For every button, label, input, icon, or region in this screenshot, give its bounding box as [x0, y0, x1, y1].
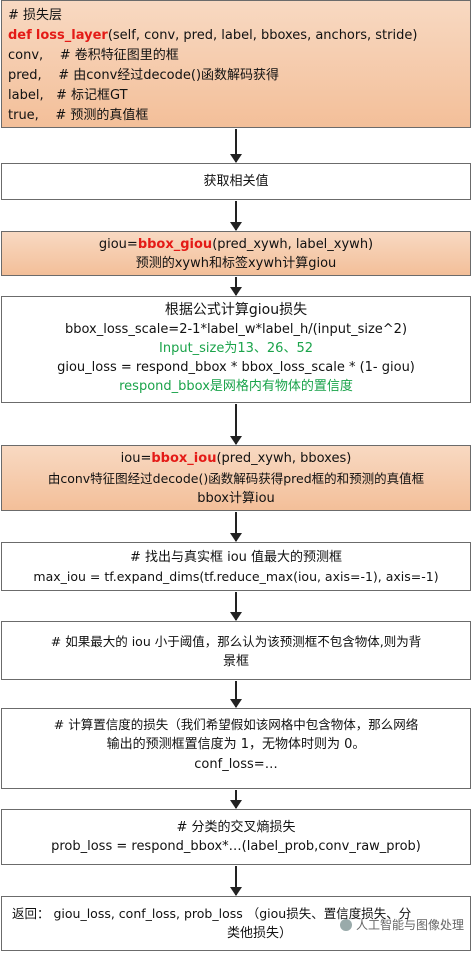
arrow-1 — [230, 129, 242, 163]
prob-loss-formula: prob_loss = respond_bbox*…(label_prob,co… — [51, 839, 421, 854]
arrow-6 — [230, 592, 242, 621]
function-params: (self, conv, pred, label, bboxes, anchor… — [107, 28, 418, 43]
return-line: 返回： giou_loss, conf_loss, prob_loss （gio… — [12, 906, 412, 921]
prob-loss-box: # 分类的交叉熵损失 prob_loss = respond_bbox*…(la… — [1, 809, 471, 865]
conf-loss-comment: # 计算置信度的损失（我们希望假如该网格中包含物体，那么网络 — [53, 717, 419, 732]
threshold-comment-2: 景框 — [222, 654, 249, 669]
arrow-3 — [230, 277, 242, 296]
bbox-giou-fn: bbox_giou — [137, 237, 213, 252]
loss-layer-def-box: # 损失层 def loss_layer(self, conv, pred, l… — [1, 0, 471, 128]
bbox-iou-fn: bbox_iou — [151, 451, 217, 466]
bbox-loss-scale: bbox_loss_scale=2-1*label_w*label_h/(inp… — [64, 322, 408, 337]
conf-loss-box: # 计算置信度的损失（我们希望假如该网格中包含物体，那么网络 输出的预测框置信度… — [1, 708, 471, 789]
param-true: true, # 预测的真值框 — [8, 108, 149, 123]
def-keyword: def — [8, 28, 32, 43]
max-iou-box: # 找出与真实框 iou 值最大的预测框 max_iou = tf.expand… — [1, 542, 471, 591]
arrow-4 — [230, 404, 242, 445]
get-values-label: 获取相关值 — [203, 174, 269, 189]
arrow-9 — [230, 866, 242, 896]
giou-args: (pred_xywh, label_xywh) — [212, 237, 374, 252]
param-conv: conv, # 卷积特征图里的框 — [8, 48, 179, 63]
return-box: 返回： giou_loss, conf_loss, prob_loss （gio… — [1, 896, 471, 951]
giou-line: giou=bbox_giou(pred_xywh, label_xywh) — [2, 235, 470, 254]
giou-loss-title: 根据公式计算giou损失 — [164, 302, 308, 318]
arrow-7 — [230, 681, 242, 708]
background-threshold-box: # 如果最大的 iou 小于阈值，那么认为该预测框不包含物体,则为背 景框 — [1, 621, 471, 680]
arrow-8 — [230, 790, 242, 809]
arrow-2 — [230, 201, 242, 231]
iou-desc: 由conv特征图经过decode()函数解码获得pred框的和预测的真值框 — [47, 471, 425, 486]
input-size-note: Input_size为13、26、52 — [159, 341, 313, 356]
iou-box: iou=bbox_iou(pred_xywh, bboxes) 由conv特征图… — [1, 445, 471, 511]
iou-assign: iou= — [120, 451, 152, 466]
giou-assign: giou= — [98, 237, 138, 252]
wechat-logo-icon — [339, 918, 352, 931]
iou-args: (pred_xywh, bboxes) — [216, 451, 352, 466]
max-iou-formula: max_iou = tf.expand_dims(tf.reduce_max(i… — [33, 569, 439, 584]
watermark: 人工智能与图像处理 — [339, 916, 464, 933]
giou-loss-box: 根据公式计算giou损失 bbox_loss_scale=2-1*label_w… — [1, 296, 471, 403]
return-line-2: 类他损失） — [227, 926, 293, 941]
param-pred: pred, # 由conv经过decode()函数解码获得 — [8, 68, 280, 83]
giou-desc: 预测的xywh和标签xywh计算giou — [135, 256, 337, 271]
conf-loss-formula: conf_loss=… — [194, 757, 278, 772]
respond-bbox-note: respond_bbox是网格内有物体的置信度 — [119, 379, 353, 394]
threshold-comment: # 如果最大的 iou 小于阈值，那么认为该预测框不包含物体,则为背 — [50, 634, 422, 649]
prob-loss-comment: # 分类的交叉熵损失 — [176, 820, 296, 835]
function-name: loss_layer — [35, 28, 108, 43]
max-iou-comment: # 找出与真实框 iou 值最大的预测框 — [129, 550, 343, 565]
arrow-5 — [230, 512, 242, 542]
conf-loss-comment-2: 输出的预测框置信度为 1，无物体时则为 0。 — [106, 737, 366, 752]
get-values-box: 获取相关值 — [1, 163, 471, 200]
def-line: def loss_layer(self, conv, pred, label, … — [8, 26, 470, 46]
iou-line: iou=bbox_iou(pred_xywh, bboxes) — [2, 449, 470, 469]
param-label: label, # 标记框GT — [8, 88, 128, 103]
watermark-text: 人工智能与图像处理 — [355, 918, 464, 932]
giou-box: giou=bbox_giou(pred_xywh, label_xywh) 预测… — [1, 231, 471, 276]
giou-loss-formula: giou_loss = respond_bbox * bbox_loss_sca… — [57, 360, 415, 375]
comment-loss-layer: # 损失层 — [8, 8, 63, 23]
iou-desc-2: bbox计算iou — [197, 491, 275, 506]
